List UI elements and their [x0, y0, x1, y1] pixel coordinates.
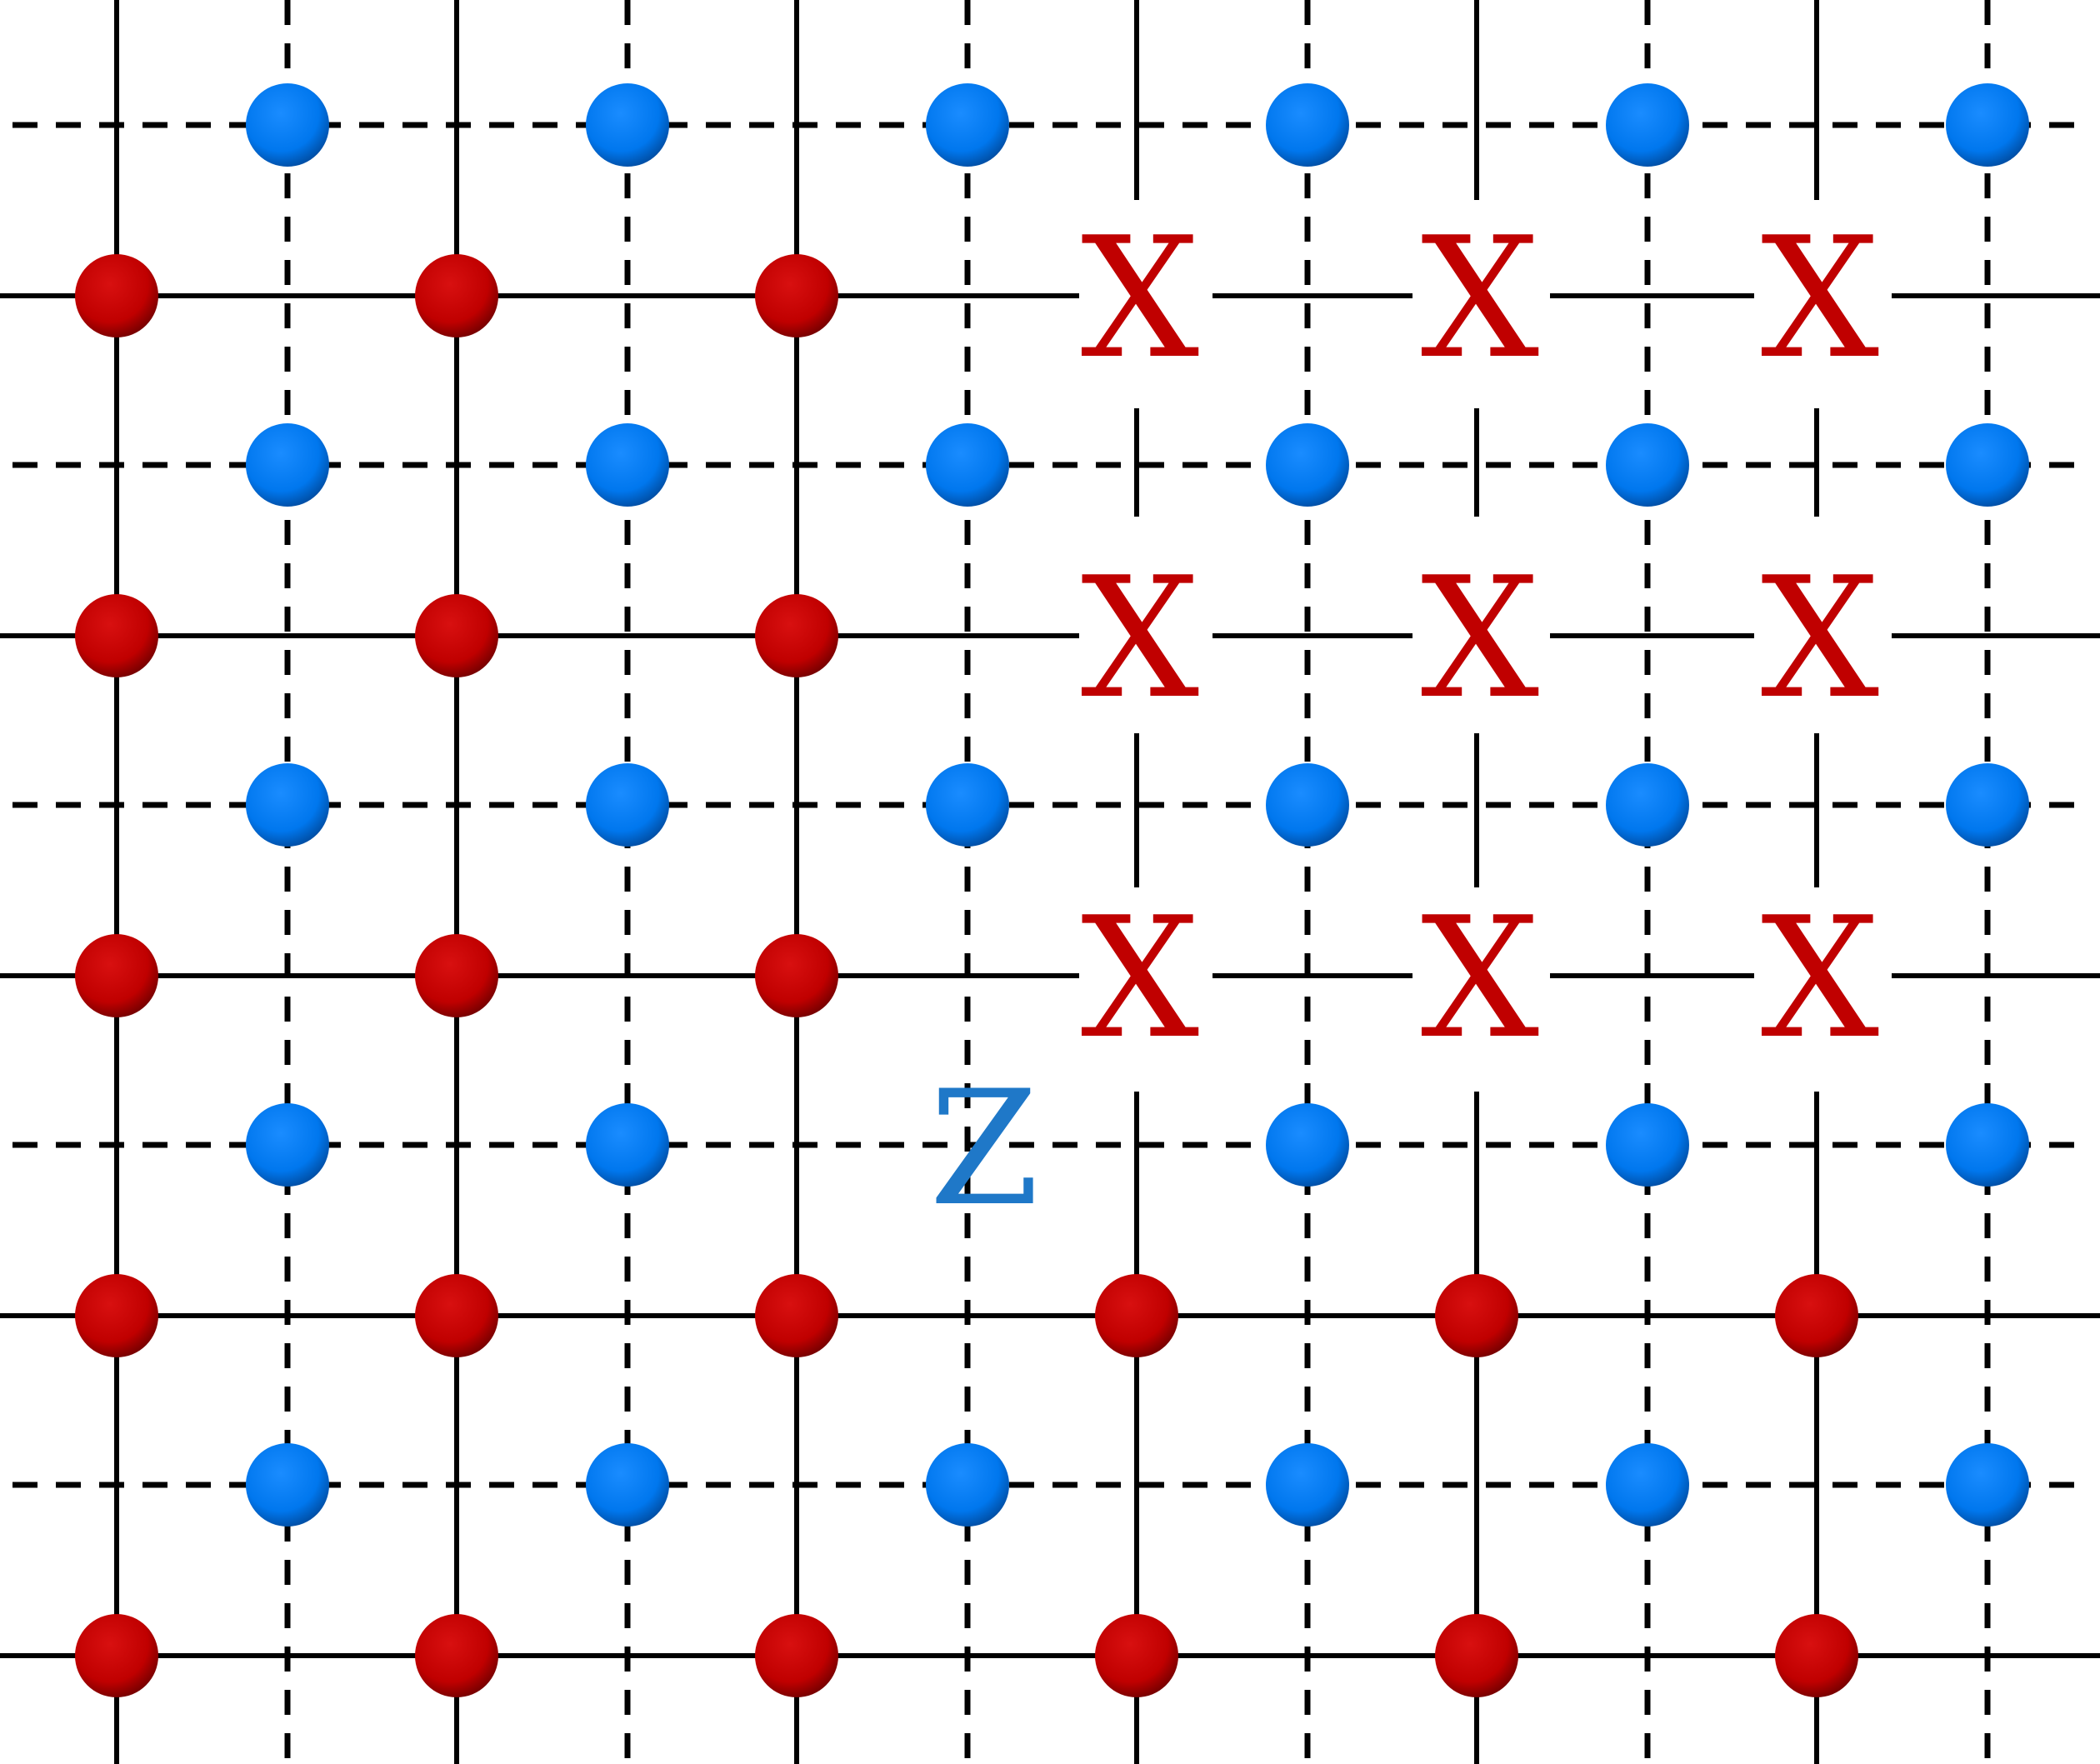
blue-qubit	[926, 83, 1009, 167]
blue-qubit	[926, 763, 1009, 847]
blue-qubit	[1946, 423, 2029, 507]
blue-qubit	[246, 423, 329, 507]
blue-qubit	[1946, 1103, 2029, 1187]
blue-qubit	[1606, 763, 1689, 847]
red-qubit	[75, 594, 158, 677]
red-qubit	[415, 1614, 498, 1697]
blue-qubit	[586, 763, 669, 847]
dual-lattice-lines	[12, 0, 2088, 1764]
red-qubit	[1775, 1274, 1858, 1357]
red-qubit-layer	[75, 254, 1858, 1697]
blue-qubit	[926, 423, 1009, 507]
x-operator-label: X	[1761, 542, 1879, 736]
z-operator-label: Z	[929, 1057, 1039, 1241]
blue-qubit	[246, 1103, 329, 1187]
blue-qubit	[1606, 83, 1689, 167]
blue-qubit	[1606, 1443, 1689, 1527]
blue-qubit	[1266, 1443, 1349, 1527]
x-operator-label: X	[1081, 882, 1199, 1076]
x-operator-label: X	[1421, 882, 1539, 1076]
red-qubit	[1435, 1614, 1518, 1697]
red-qubit	[415, 254, 498, 337]
x-operator-label: X	[1421, 202, 1539, 396]
blue-qubit	[1266, 763, 1349, 847]
blue-qubit	[1266, 423, 1349, 507]
x-operator-label: X	[1761, 882, 1879, 1076]
blue-qubit	[586, 83, 669, 167]
blue-qubit	[246, 83, 329, 167]
red-qubit	[75, 254, 158, 337]
red-qubit	[415, 934, 498, 1017]
red-qubit	[755, 254, 838, 337]
red-qubit	[415, 1274, 498, 1357]
blue-qubit	[586, 1443, 669, 1527]
red-qubit	[755, 934, 838, 1017]
blue-qubit	[1946, 1443, 2029, 1527]
blue-qubit	[1606, 423, 1689, 507]
blue-qubit	[1946, 763, 2029, 847]
red-qubit	[75, 934, 158, 1017]
red-qubit	[75, 1614, 158, 1697]
blue-qubit	[586, 423, 669, 507]
x-operator-label: X	[1081, 202, 1199, 396]
blue-qubit	[1266, 1103, 1349, 1187]
blue-qubit	[1946, 83, 2029, 167]
blue-qubit	[586, 1103, 669, 1187]
red-qubit	[75, 1274, 158, 1357]
x-operator-label: X	[1421, 542, 1539, 736]
red-qubit	[1775, 1614, 1858, 1697]
blue-qubit	[246, 763, 329, 847]
red-qubit	[755, 1614, 838, 1697]
x-operator-label: X	[1761, 202, 1879, 396]
blue-qubit	[926, 1443, 1009, 1527]
red-qubit	[755, 594, 838, 677]
red-qubit	[415, 594, 498, 677]
red-qubit	[1095, 1614, 1178, 1697]
blue-qubit	[1266, 83, 1349, 167]
red-qubit	[1435, 1274, 1518, 1357]
blue-qubit-layer	[246, 83, 2029, 1527]
blue-qubit	[246, 1443, 329, 1527]
red-qubit	[1095, 1274, 1178, 1357]
x-operator-label: X	[1081, 542, 1199, 736]
red-qubit	[755, 1274, 838, 1357]
blue-qubit	[1606, 1103, 1689, 1187]
